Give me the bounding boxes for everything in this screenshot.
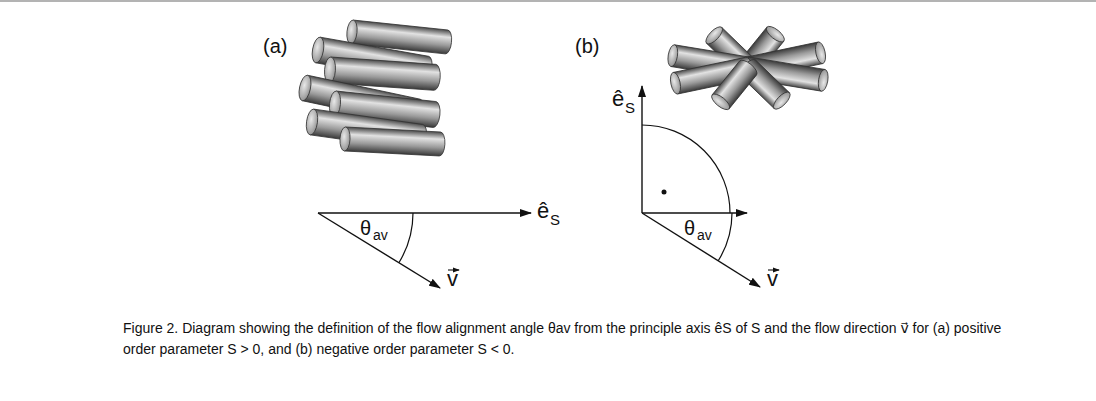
rod-cap: [305, 108, 319, 135]
vector-marks: [448, 270, 779, 271]
rod-cap: [297, 74, 313, 102]
vector-symbol: v: [447, 268, 458, 290]
axis-arrow: [641, 86, 642, 213]
rod-cap: [669, 71, 683, 94]
rod-cap: [666, 44, 679, 67]
axis-symbol: ê: [612, 88, 624, 110]
panel-label: (a): [263, 36, 287, 56]
angle-arc: [718, 213, 732, 261]
rod-cap: [709, 91, 732, 112]
rod-cap: [771, 90, 793, 112]
rod-star: [666, 24, 829, 113]
rod-cluster: [297, 20, 453, 157]
angle-arc: [399, 213, 413, 263]
vector-symbol: v: [767, 268, 778, 290]
rod-body: [344, 127, 445, 156]
panel-label: (b): [575, 36, 599, 56]
angle-symbol: θ: [360, 218, 371, 238]
rod-cap: [814, 41, 828, 64]
rod-cap: [764, 24, 787, 45]
rod: [339, 127, 445, 156]
rod-cap: [346, 20, 359, 45]
flow-arrow: [318, 213, 440, 288]
rod-cap: [703, 24, 725, 46]
angle-subscript: av: [373, 228, 388, 242]
angle-subscript: av: [697, 228, 712, 242]
axis-symbol: ê: [537, 200, 549, 222]
axis-arrow: [318, 212, 531, 213]
right-angle-arc: [642, 125, 730, 213]
rod-cap: [310, 36, 325, 64]
top-rule: [0, 0, 1096, 2]
right-angle-dot: [662, 190, 667, 195]
figure-caption: Figure 2. Diagram showing the definition…: [123, 318, 1003, 360]
rod-cap: [339, 127, 350, 151]
rod: [709, 57, 759, 112]
axis-subscript: S: [625, 100, 635, 115]
angle-symbol: θ: [684, 218, 695, 238]
flow-arrow: [642, 213, 760, 287]
horizontal-arrow: [642, 212, 747, 213]
rod-cap: [817, 69, 830, 92]
axis-subscript: S: [550, 212, 560, 227]
